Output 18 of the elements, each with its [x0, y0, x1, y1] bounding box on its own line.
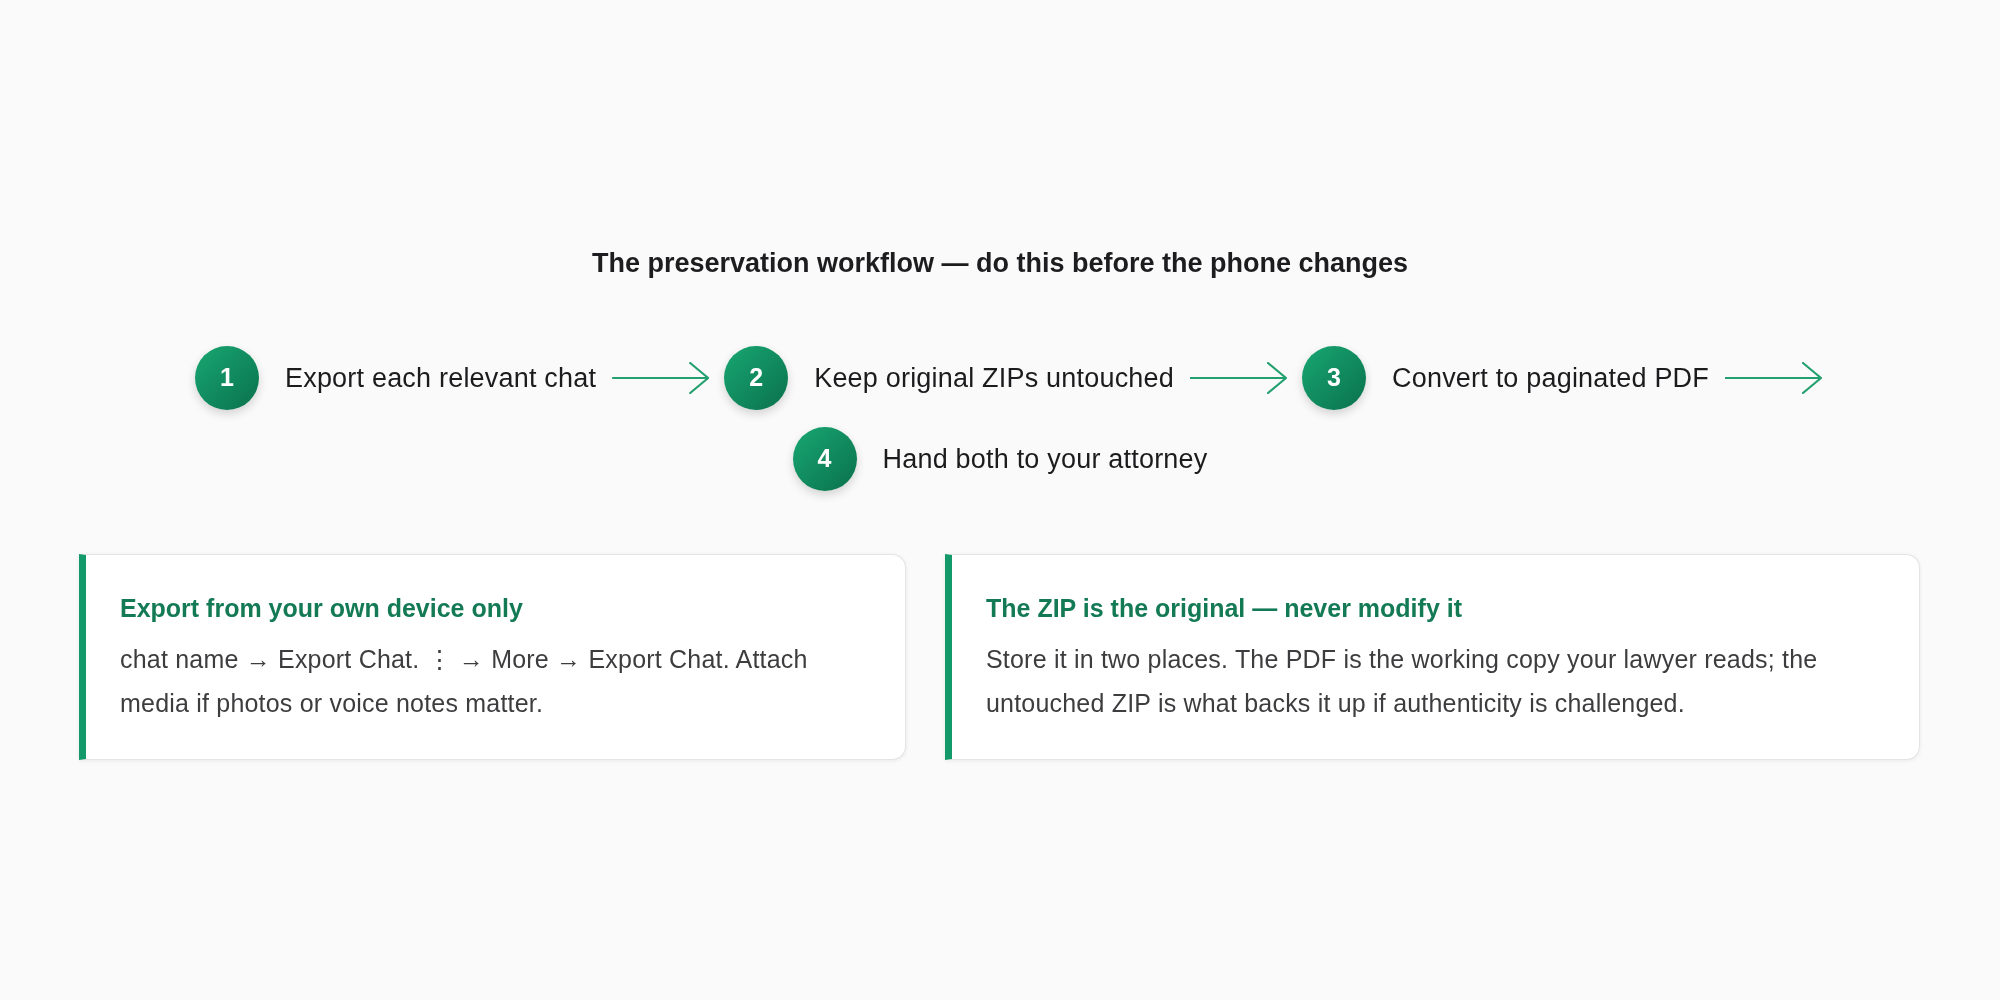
card-heading: Export from your own device only [120, 593, 523, 624]
note-card [945, 554, 1920, 760]
step-number: 4 [792, 427, 857, 491]
step-number: 2 [724, 346, 789, 410]
card-body-text: Store it in two places. The PDF is the working copy your lawyer reads; the untouched ZIP is what backs it up if authenticity is challenged. [986, 644, 1819, 719]
step-number: 1 [195, 346, 259, 410]
card-heading: The ZIP is the original — never modify it [986, 593, 1462, 624]
arrow [1725, 361, 1823, 395]
note-card [79, 554, 906, 760]
step-label: Convert to paginated PDF [1392, 361, 1709, 395]
step-label: Keep original ZIPs untouched [814, 361, 1174, 395]
arrow [1190, 361, 1288, 395]
card-body-text: chat name → Export Chat. ⋮ → More → Export Chat. Attach media if photos or voice notes matter. [120, 644, 809, 719]
step-number: 3 [1302, 346, 1366, 410]
step-label: Hand both to your attorney [882, 442, 1208, 476]
step-label: Export each relevant chat [285, 361, 597, 395]
diagram-title: The preservation workflow — do this before the phone changes [591, 248, 1409, 278]
arrow [612, 361, 710, 395]
